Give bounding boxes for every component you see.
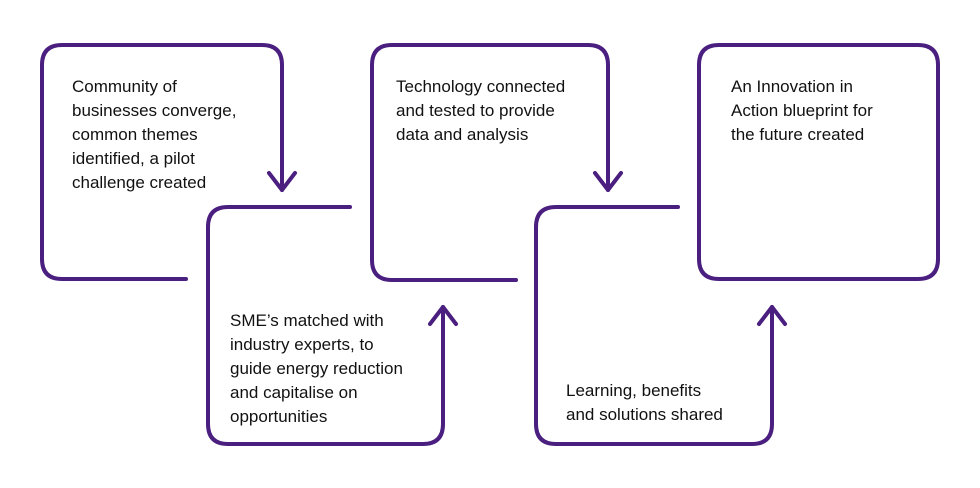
box-2-outline [206,205,445,446]
arrow-down-1-head [267,171,297,192]
box-1-outline [40,43,284,281]
arrow-up-1-head [428,305,458,326]
arrow-down-2-head [593,171,623,192]
box-5-outline [697,43,940,281]
box-4-outline [534,205,774,446]
step-4-text: Learning, benefits and solutions shared [566,381,723,424]
step-3-text: Technology connected and tested to provi… [396,77,566,144]
arrow-up-2-head [757,305,787,326]
box-3-outline [370,43,610,282]
step-2-text: SME’s matched with industry experts, to … [230,311,403,426]
step-1-text: Community of businesses converge, common… [72,77,237,192]
step-5-text: An Innovation in Action blueprint for th… [731,77,873,144]
